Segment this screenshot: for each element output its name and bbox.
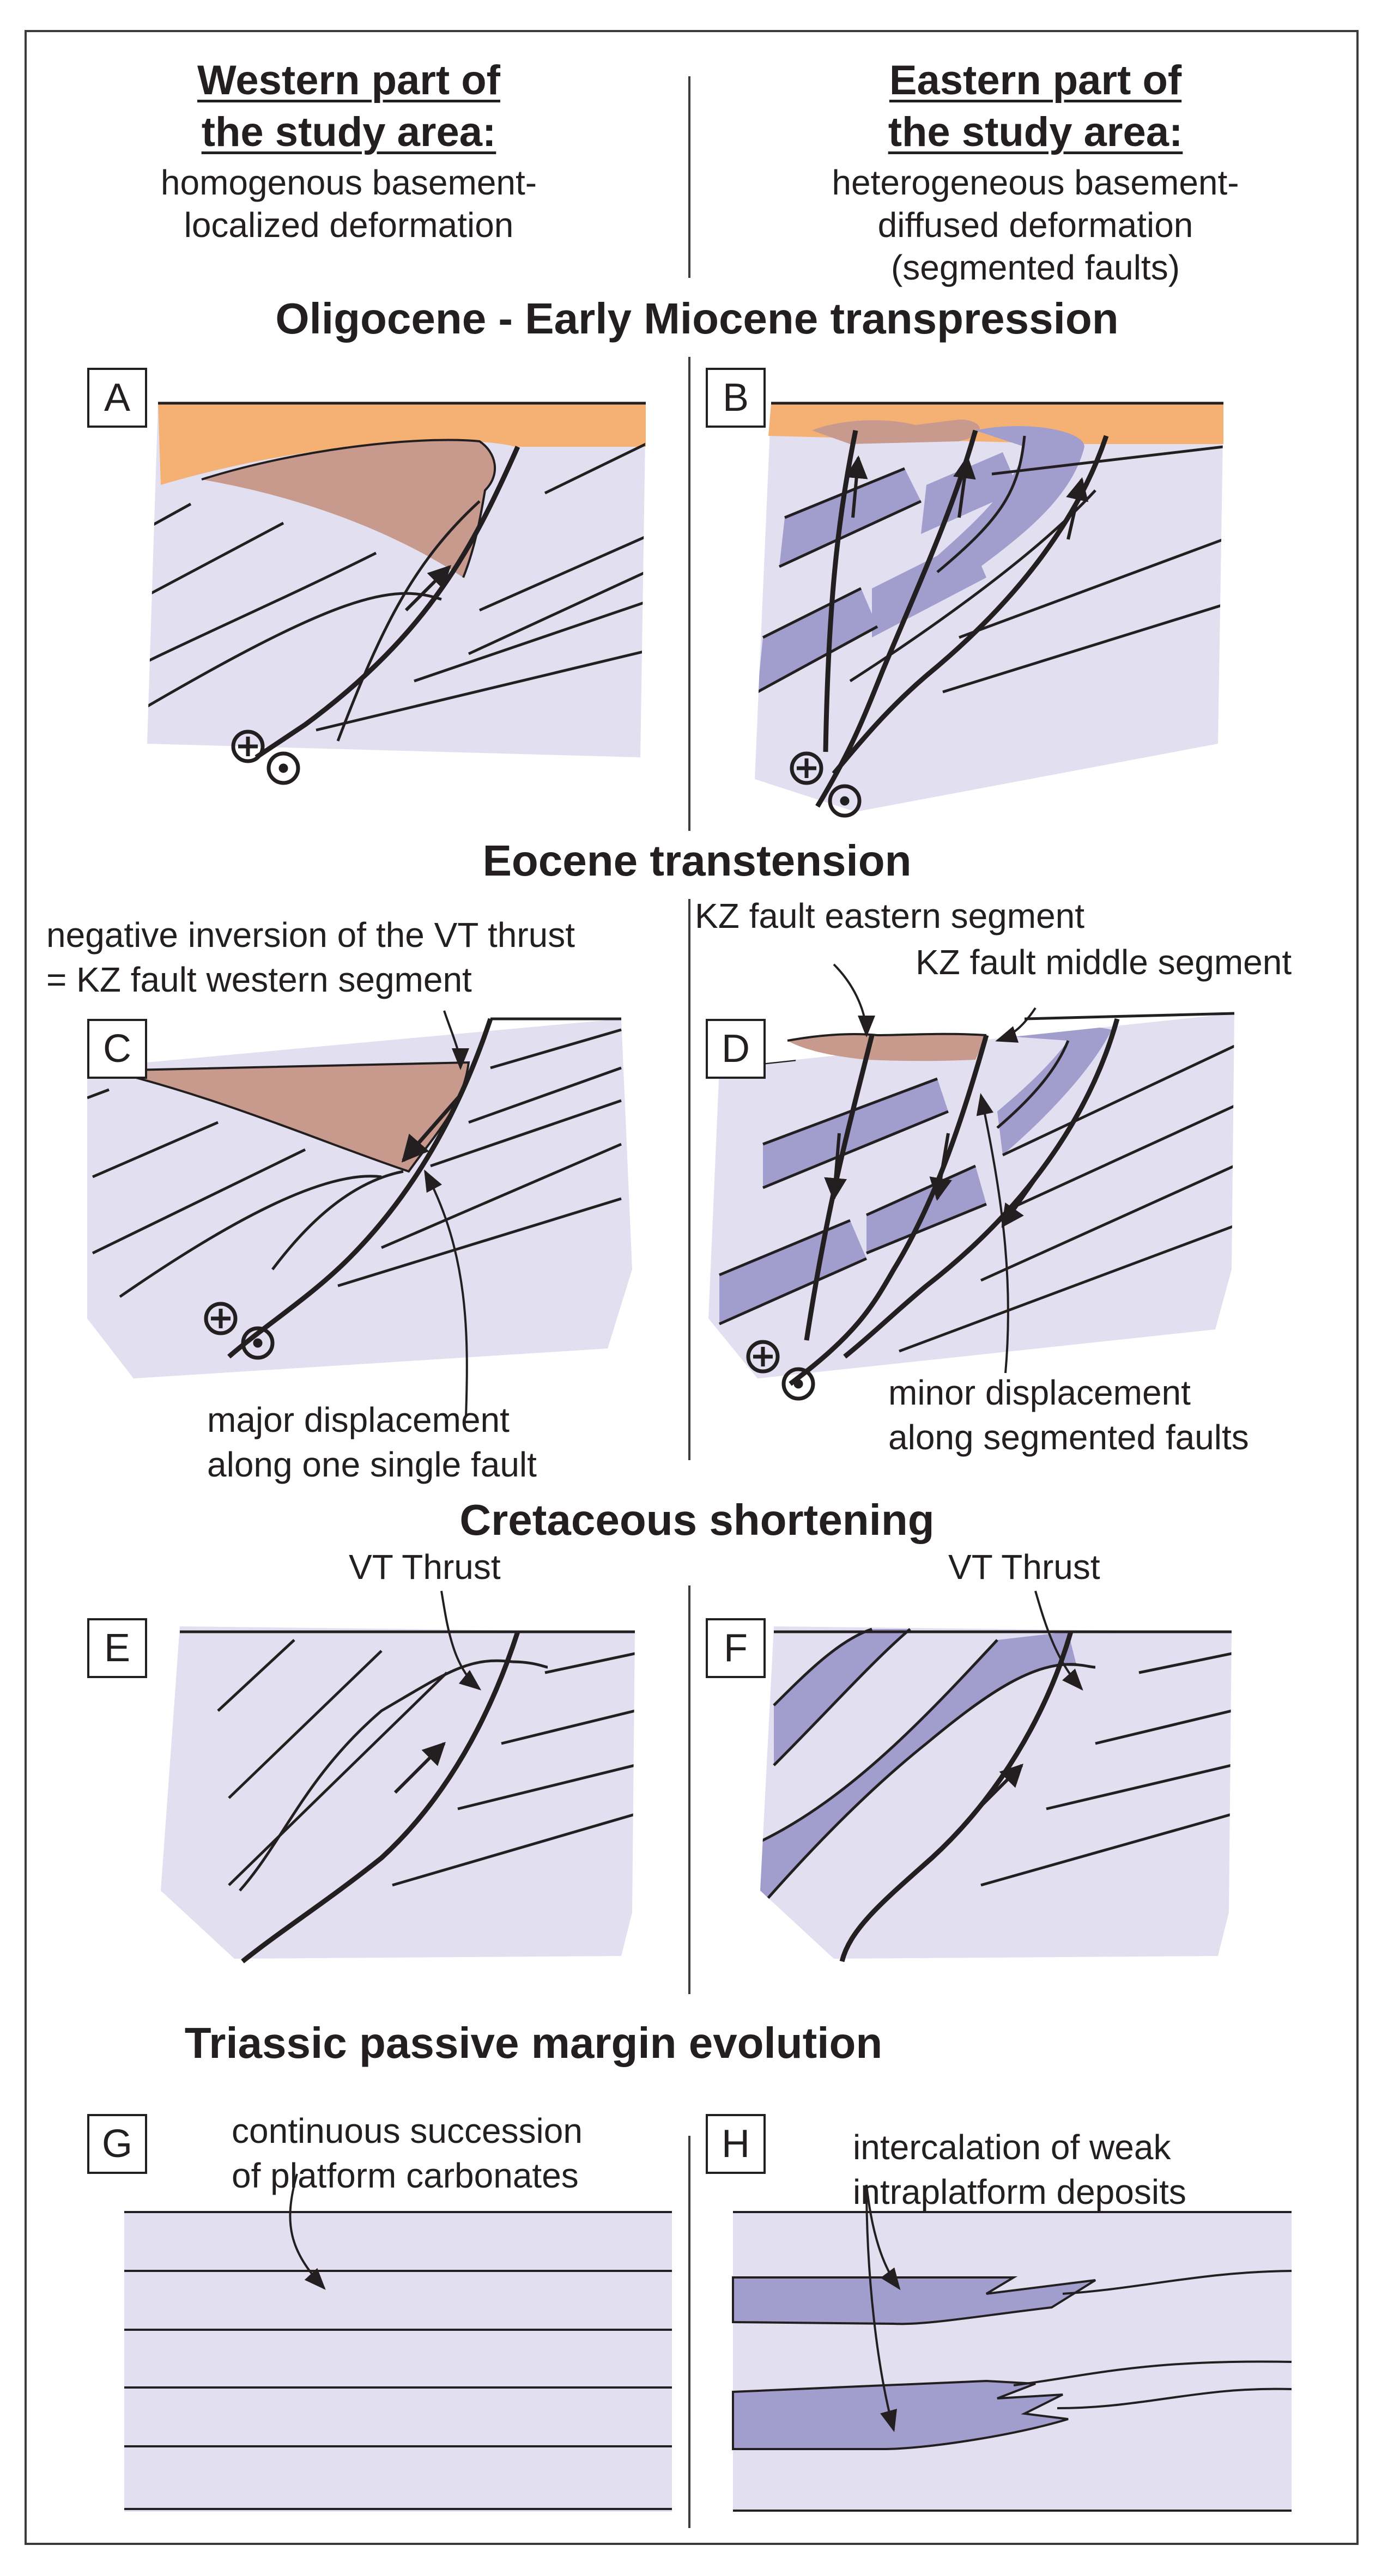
panel-label-h: H [706, 2114, 766, 2174]
east-description-line2: diffused deformation [877, 205, 1193, 245]
column-divider [688, 899, 690, 1460]
panel-g-strata [124, 2173, 672, 2512]
annotation-continuous-succession-line2: of platform carbonates [232, 2156, 579, 2195]
annotation-negative-inversion-line1: negative inversion of the VT thrust [46, 915, 575, 955]
annotation-intercalation-line1: intercalation of weak [853, 2128, 1171, 2167]
strike-slip-symbols [204, 730, 862, 1401]
panel-label-f: F [706, 1618, 766, 1678]
panel-b-cross-section [755, 402, 1223, 812]
section-title-cretaceous: Cretaceous shortening [459, 1496, 935, 1544]
annotation-minor-displacement-line1: minor displacement [888, 1373, 1191, 1412]
panel-h-strata [732, 2184, 1292, 2512]
annotation-intercalation-line2: intraplatform deposits [853, 2172, 1186, 2212]
east-title-line1: Eastern part of [889, 57, 1182, 104]
annotation-minor-displacement-line2: along segmented faults [888, 1418, 1249, 1457]
west-description-line1: homogenous basement- [160, 163, 537, 202]
west-title-line1: Western part of [197, 57, 500, 104]
panel-a-cross-section [147, 402, 646, 760]
column-divider [688, 1585, 690, 1994]
annotation-kz-eastern-segment: KZ fault eastern segment [695, 896, 1085, 935]
annotation-major-displacement-line1: major displacement [207, 1400, 510, 1439]
panel-label-e: E [87, 1618, 147, 1678]
panel-label-a: A [87, 368, 147, 428]
annotation-vt-thrust-e: VT Thrust [349, 1547, 501, 1587]
west-title-line2: the study area: [201, 109, 496, 155]
panel-f-cross-section [760, 1590, 1232, 1963]
east-description-line1: heterogeneous basement- [832, 163, 1239, 202]
section-title-oligocene: Oligocene - Early Miocene transpression [275, 294, 1119, 343]
west-description-line2: localized deformation [184, 205, 514, 245]
annotation-kz-middle-segment: KZ fault middle segment [916, 943, 1292, 982]
annotation-negative-inversion-line2: = KZ fault western segment [46, 960, 472, 999]
annotation-vt-thrust-f: VT Thrust [948, 1547, 1100, 1587]
figure-frame [25, 30, 1359, 2545]
panel-c-cross-section [87, 1010, 632, 1417]
column-divider [688, 76, 690, 278]
panel-label-b: B [706, 368, 766, 428]
column-divider [688, 2136, 690, 2528]
column-divider [688, 357, 690, 831]
panel-e-cross-section [161, 1590, 635, 1964]
annotation-continuous-succession-line1: continuous succession [232, 2111, 583, 2150]
annotation-major-displacement-line2: along one single fault [207, 1445, 537, 1484]
panel-label-d: D [706, 1019, 766, 1079]
section-title-eocene: Eocene transtension [482, 836, 912, 885]
section-title-triassic: Triassic passive margin evolution [184, 2019, 883, 2067]
east-description-line3: (segmented faults) [890, 248, 1180, 287]
east-title-line2: the study area: [888, 109, 1183, 155]
panel-d-cross-section [708, 963, 1235, 1386]
panel-label-g: G [87, 2114, 147, 2174]
panel-label-c: C [87, 1019, 147, 1079]
